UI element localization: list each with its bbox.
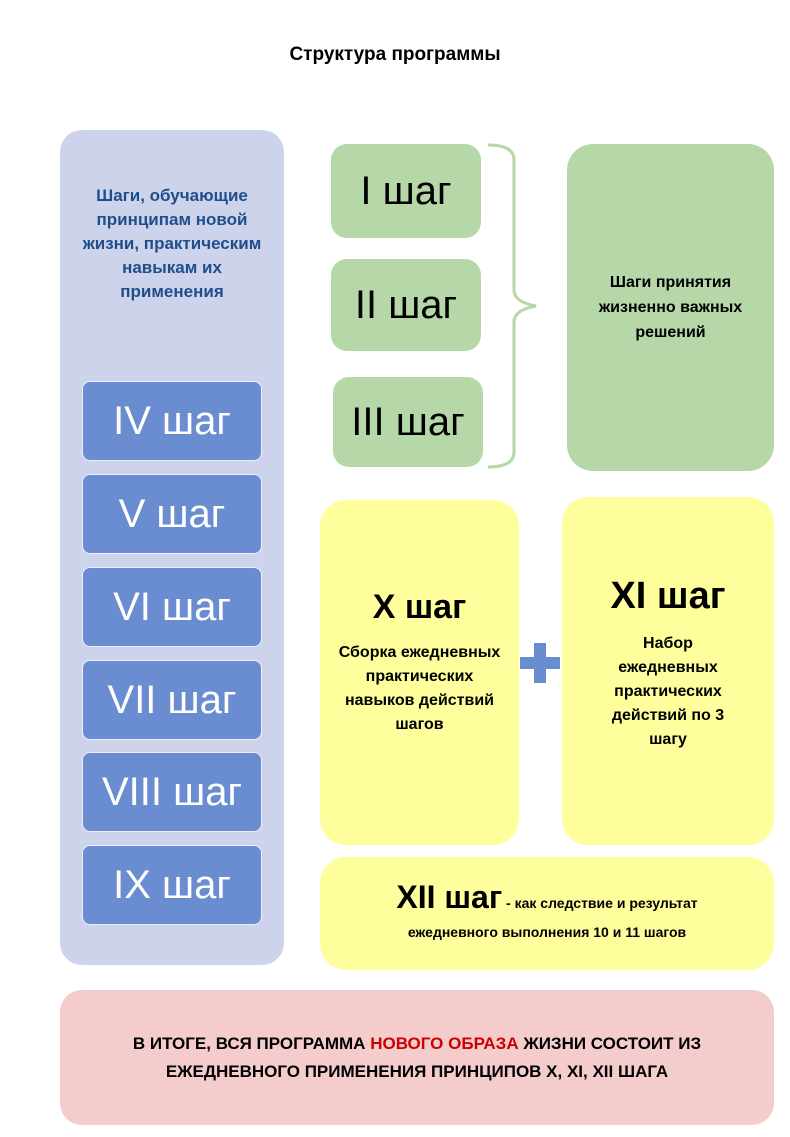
- step-xi-title: XI шаг: [610, 575, 726, 617]
- step-xii-text-line2: ежедневного выполнения 10 и 11 шагов: [407, 924, 687, 940]
- curly-brace-icon: [487, 143, 537, 469]
- step-x-card: X шаг Сборка ежедневных практических нав…: [320, 500, 519, 845]
- step-xii-card: XII шаг - как следствие и результат ежед…: [320, 857, 774, 970]
- summary-text-2: ЖИЗНИ СОСТОИТ ИЗ ЕЖЕДНЕВНОГО ПРИМЕНЕНИЯ …: [165, 1033, 702, 1081]
- step-xii-text: - как следствие и результат: [502, 895, 698, 911]
- step-i: I шаг: [331, 144, 481, 238]
- summary-text-1: В ИТОГЕ, ВСЯ ПРОГРАММА: [132, 1033, 371, 1053]
- step-x-title: X шаг: [372, 588, 467, 626]
- step-iii: III шаг: [333, 377, 483, 467]
- step-ii: II шаг: [331, 259, 481, 351]
- step-ix: IX шаг: [82, 845, 262, 925]
- learning-steps-heading: Шаги, обучающие принципам новой жизни, п…: [82, 186, 262, 301]
- step-xi-card: XI шаг Набор ежедневных практических дей…: [562, 497, 774, 845]
- step-xi-text: Набор ежедневных практических действий п…: [611, 635, 725, 748]
- summary-highlight: НОВОГО ОБРАЗА: [370, 1033, 519, 1053]
- decision-steps-label: Шаги принятия жизненно важных решений: [567, 144, 774, 471]
- step-iv: IV шаг: [82, 381, 262, 461]
- step-vi: VI шаг: [82, 567, 262, 647]
- step-xii-title: XII шаг: [396, 879, 503, 915]
- plus-icon: [520, 643, 560, 683]
- step-vii: VII шаг: [82, 660, 262, 740]
- summary-box: В ИТОГЕ, ВСЯ ПРОГРАММА НОВОГО ОБРАЗА ЖИЗ…: [60, 990, 774, 1125]
- page-title: Структура программы: [289, 44, 501, 65]
- step-v: V шаг: [82, 474, 262, 554]
- step-x-text: Сборка ежедневных практических навыков д…: [338, 644, 501, 733]
- step-viii: VIII шаг: [82, 752, 262, 832]
